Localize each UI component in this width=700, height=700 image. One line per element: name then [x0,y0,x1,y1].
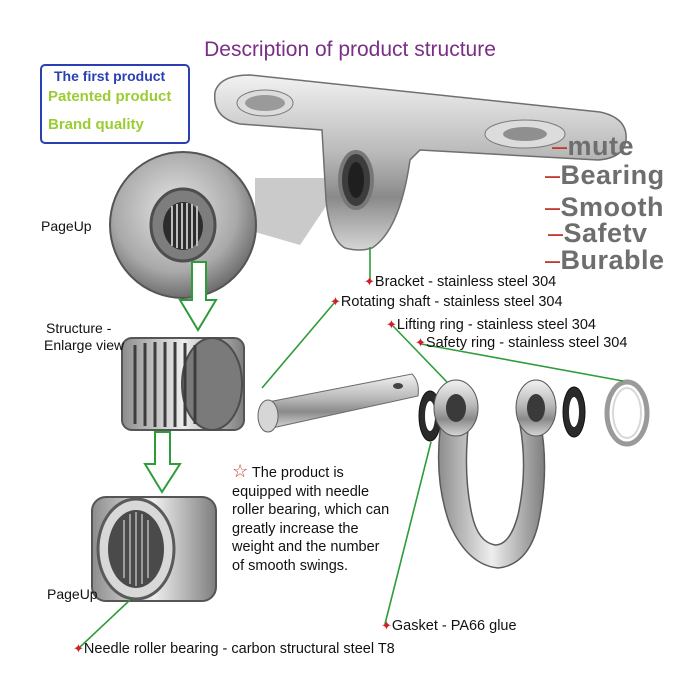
pageup-label-bottom: PageUp [47,586,98,602]
zoom-circle [109,151,257,299]
safety-ring [604,379,650,447]
label-lifting-ring-text: Lifting ring - stainless steel 304 [396,317,596,333]
structure-label-line1: Structure - [46,320,112,336]
feature-mute: –mute [552,131,635,161]
feature-smooth-text: Smooth [560,192,665,222]
badge-line-patented: Patented product [48,88,172,105]
feature-bearing: –Bearing [545,160,665,190]
leader-safety [420,343,624,382]
label-lifting-ring: ✦Lifting ring - stainless steel 304 [386,317,596,333]
arrow-down-2 [143,431,182,494]
label-shaft-text: Rotating shaft - stainless steel 304 [340,294,563,310]
label-gasket: ✦Gasket - PA66 glue [381,618,517,634]
page-title: Description of product structure [204,38,496,61]
label-bracket: ✦Bracket - stainless steel 304 [364,274,556,290]
bearing-cage [121,337,245,431]
label-safety-ring: ✦Safety ring - stainless steel 304 [415,335,627,351]
red-star-marker-icon: ✦ [381,618,392,633]
label-needle-bearing-text: Needle roller bearing - carbon structura… [83,641,395,657]
structure-label-line2: Enlarge view [44,337,125,353]
feature-smooth: –Smooth [545,192,665,222]
label-safety-ring-text: Safety ring - stainless steel 304 [425,335,628,351]
feature-bearing-text: Bearing [560,160,665,190]
red-star-marker-icon: ✦ [415,335,426,350]
quality-badge: The first product Patented product Brand… [40,64,190,144]
label-gasket-text: Gasket - PA66 glue [391,618,517,634]
feature-durable-text: Burable [560,245,665,275]
leader-needle [79,599,131,648]
badge-line-quality: Brand quality [48,116,144,133]
product-description: ☆ The product is equipped with needle ro… [232,462,392,575]
outline-star-icon: ☆ [232,461,249,481]
leader-gasket [384,441,432,625]
lifting-ring [433,379,557,569]
label-needle-bearing: ✦Needle roller bearing - carbon structur… [73,641,395,657]
feature-safety-text: Safetv [563,218,648,248]
feature-mute-text: mute [567,131,635,161]
leader-shaft [261,301,336,389]
zoom-cone [255,178,345,245]
needle-roller-bearing [91,496,217,602]
leader-lifting [392,325,448,383]
label-bracket-text: Bracket - stainless steel 304 [374,274,557,290]
label-shaft: ✦Rotating shaft - stainless steel 304 [330,294,563,310]
badge-line-first: The first product [54,68,166,84]
rotating-shaft [257,373,419,433]
red-star-marker-icon: ✦ [330,294,341,309]
bracket-part [213,74,627,251]
product-description-text: The product is equipped with needle roll… [232,465,390,574]
pageup-label-top: PageUp [41,218,92,234]
feature-durable: –Burable [545,245,665,275]
arrow-down-1 [178,261,218,332]
red-star-marker-icon: ✦ [364,274,375,289]
red-star-marker-icon: ✦ [73,641,84,656]
feature-safety: –Safetv [548,218,648,248]
red-star-marker-icon: ✦ [386,317,397,332]
